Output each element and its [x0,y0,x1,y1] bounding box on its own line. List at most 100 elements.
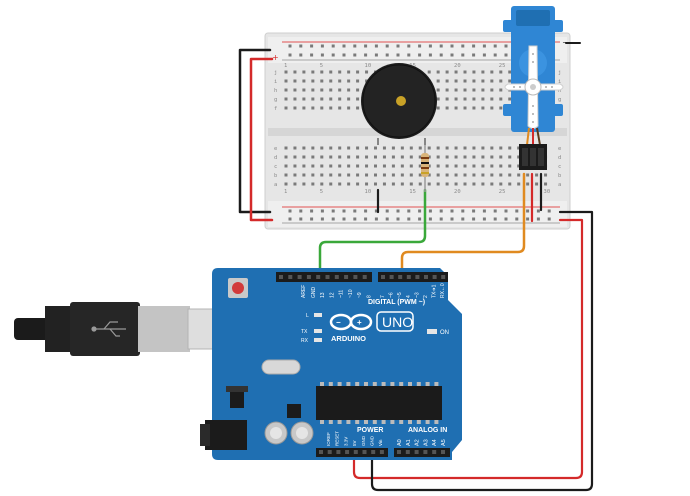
rail-hole[interactable] [472,209,476,213]
rail-hole[interactable] [299,44,303,48]
rail-hole[interactable] [493,53,497,57]
rail-hole[interactable] [288,44,292,48]
header-pin[interactable] [414,450,419,454]
breadboard-hole[interactable] [436,79,440,83]
breadboard-hole[interactable] [481,88,485,92]
breadboard-hole[interactable] [329,70,333,74]
breadboard-hole[interactable] [302,182,306,186]
breadboard-hole[interactable] [382,146,386,150]
rail-hole[interactable] [428,217,432,221]
rail-hole[interactable] [482,209,486,213]
rail-hole[interactable] [364,209,368,213]
breadboard-hole[interactable] [311,70,315,74]
breadboard-hole[interactable] [365,155,369,159]
breadboard-hole[interactable] [445,173,449,177]
breadboard-hole[interactable] [284,155,288,159]
breadboard-hole[interactable] [347,155,351,159]
breadboard-hole[interactable] [347,79,351,83]
rail-hole[interactable] [461,44,465,48]
breadboard-hole[interactable] [454,164,458,168]
breadboard-hole[interactable] [463,146,467,150]
header-pin[interactable] [406,275,411,279]
breadboard-hole[interactable] [472,97,476,101]
breadboard-hole[interactable] [320,106,324,110]
breadboard-hole[interactable] [329,173,333,177]
rail-hole[interactable] [320,44,324,48]
rail-hole[interactable] [526,217,530,221]
breadboard-hole[interactable] [311,97,315,101]
breadboard-hole[interactable] [302,70,306,74]
rail-hole[interactable] [482,53,486,57]
rail-hole[interactable] [364,217,368,221]
rail-hole[interactable] [331,44,335,48]
breadboard-hole[interactable] [400,182,404,186]
rail-hole[interactable] [504,209,508,213]
breadboard-hole[interactable] [356,97,360,101]
breadboard-hole[interactable] [320,173,324,177]
breadboard-hole[interactable] [284,106,288,110]
rail-hole[interactable] [547,217,551,221]
breadboard-hole[interactable] [293,88,297,92]
breadboard-hole[interactable] [338,182,342,186]
breadboard-hole[interactable] [338,97,342,101]
rail-hole[interactable] [428,44,432,48]
breadboard-hole[interactable] [445,146,449,150]
rail-hole[interactable] [299,217,303,221]
breadboard-hole[interactable] [338,155,342,159]
rail-hole[interactable] [342,44,346,48]
resistor[interactable] [421,145,429,192]
breadboard-hole[interactable] [490,146,494,150]
breadboard-hole[interactable] [329,79,333,83]
rail-hole[interactable] [461,53,465,57]
breadboard-hole[interactable] [311,155,315,159]
header-pin[interactable] [297,275,302,279]
breadboard-hole[interactable] [499,106,503,110]
breadboard-hole[interactable] [454,146,458,150]
breadboard-hole[interactable] [445,79,449,83]
breadboard-hole[interactable] [320,146,324,150]
breadboard-hole[interactable] [445,106,449,110]
breadboard-hole[interactable] [535,173,539,177]
breadboard-hole[interactable] [490,106,494,110]
breadboard-hole[interactable] [445,88,449,92]
breadboard-hole[interactable] [499,173,503,177]
rail-hole[interactable] [396,217,400,221]
rail-hole[interactable] [504,53,508,57]
rail-hole[interactable] [461,209,465,213]
breadboard-hole[interactable] [445,97,449,101]
breadboard-hole[interactable] [356,79,360,83]
rail-hole[interactable] [439,53,443,57]
breadboard-hole[interactable] [436,70,440,74]
breadboard-hole[interactable] [445,164,449,168]
rail-hole[interactable] [428,209,432,213]
breadboard-hole[interactable] [400,164,404,168]
breadboard-hole[interactable] [391,164,395,168]
breadboard-hole[interactable] [508,79,512,83]
rail-hole[interactable] [299,53,303,57]
rail-hole[interactable] [450,44,454,48]
breadboard-hole[interactable] [400,173,404,177]
breadboard-hole[interactable] [436,164,440,168]
breadboard-hole[interactable] [490,173,494,177]
breadboard-hole[interactable] [508,164,512,168]
header-pin[interactable] [371,450,376,454]
breadboard-hole[interactable] [338,106,342,110]
breadboard-hole[interactable] [311,182,315,186]
rail-hole[interactable] [515,217,519,221]
breadboard-hole[interactable] [329,164,333,168]
breadboard-hole[interactable] [320,70,324,74]
breadboard-hole[interactable] [454,79,458,83]
breadboard-hole[interactable] [347,97,351,101]
breadboard-hole[interactable] [365,79,369,83]
breadboard-hole[interactable] [329,146,333,150]
header-pin[interactable] [288,275,293,279]
breadboard-hole[interactable] [436,146,440,150]
breadboard-hole[interactable] [508,146,512,150]
breadboard-hole[interactable] [463,155,467,159]
breadboard-hole[interactable] [374,146,377,150]
header-pin[interactable] [381,275,385,279]
rail-hole[interactable] [493,209,497,213]
breadboard-hole[interactable] [517,173,521,177]
breadboard-hole[interactable] [472,164,476,168]
rail-hole[interactable] [374,209,378,213]
